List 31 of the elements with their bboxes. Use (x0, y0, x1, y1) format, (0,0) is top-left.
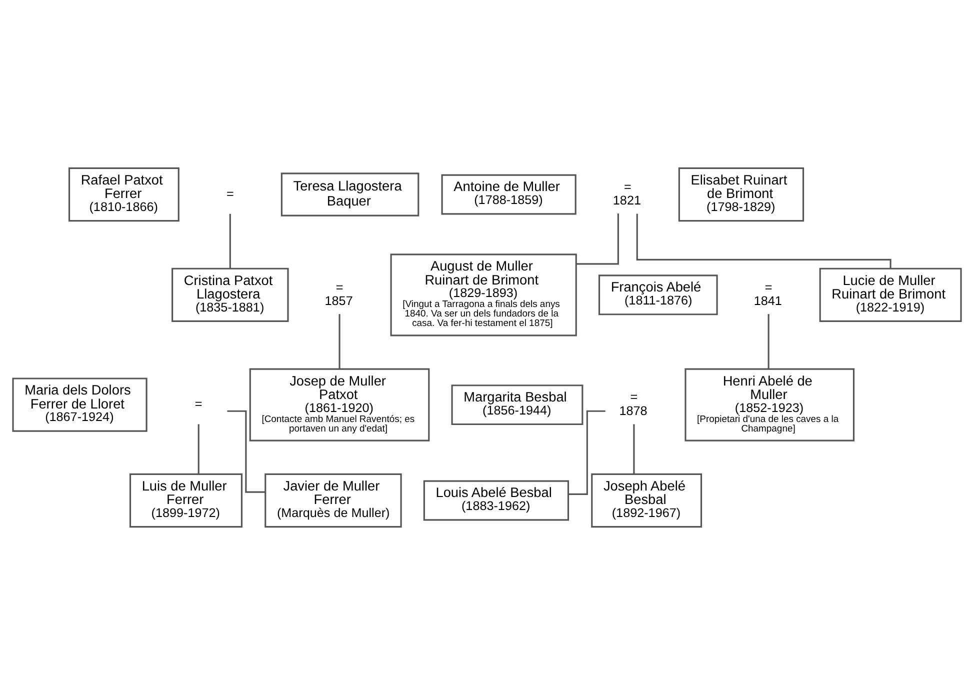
connector (227, 410, 266, 493)
connector (568, 410, 606, 495)
node-box: Antoine de Muller (1788-1859) (441, 174, 576, 215)
node-box: Maria dels Dolors Ferrer de Lloret (1867-1924) (12, 378, 148, 432)
node-text: = 1878 (619, 390, 648, 418)
node-box: Luis de Muller Ferrer (1899-1972) (129, 473, 242, 528)
node-box: Teresa Llagostera Baquer (280, 172, 420, 216)
node-box: François Abelé (1811-1876) (598, 274, 718, 316)
node-box: August de Muller Ruinart de Brimont (1829-1893) [Vingut a Tarragona a finals dels anys 1840. Va ser un dels fundadors de la casa. Va fer-hi testament el 1875] (390, 254, 577, 336)
node-text: = 1841 (754, 280, 782, 308)
node-box: Cristina Patxot Llagostera (1835-1881) (172, 268, 289, 322)
connector (576, 213, 619, 265)
node-box: Javier de Muller Ferrer (Marquès de Muller) (264, 473, 402, 528)
node-box: Joseph Abelé Besbal (1892-1967) (591, 473, 702, 528)
connector (768, 314, 770, 370)
node-box: Josep de Muller Patxot (1861-1920) [Contacte amb Manuel Raventós; es portaven un any d'edat] (249, 368, 430, 442)
node-box: Louis Abelé Besbal (1883-1962) (423, 480, 570, 521)
connector (229, 214, 231, 268)
node-text: = (226, 186, 234, 201)
connector (338, 314, 340, 370)
connector (633, 424, 635, 474)
node-box: Henri Abelé de Muller (1852-1923) [Propietari d'una de les caves a la Champagne] (684, 368, 855, 442)
node-text: = 1821 (612, 180, 641, 208)
connector (636, 214, 892, 269)
node-box: Rafael Patxot Ferrer (1810-1866) (68, 167, 180, 222)
node-text: = 1857 (324, 280, 353, 308)
node-box: Margarita Besbal (1856-1944) (451, 384, 584, 426)
node-box: Elisabet Ruinart de Brimont (1798-1829) (678, 167, 804, 222)
node-box: Lucie de Muller Ruinart de Brimont (1822-1919) (819, 268, 962, 322)
connector (198, 424, 200, 474)
node-text: = (194, 397, 202, 412)
